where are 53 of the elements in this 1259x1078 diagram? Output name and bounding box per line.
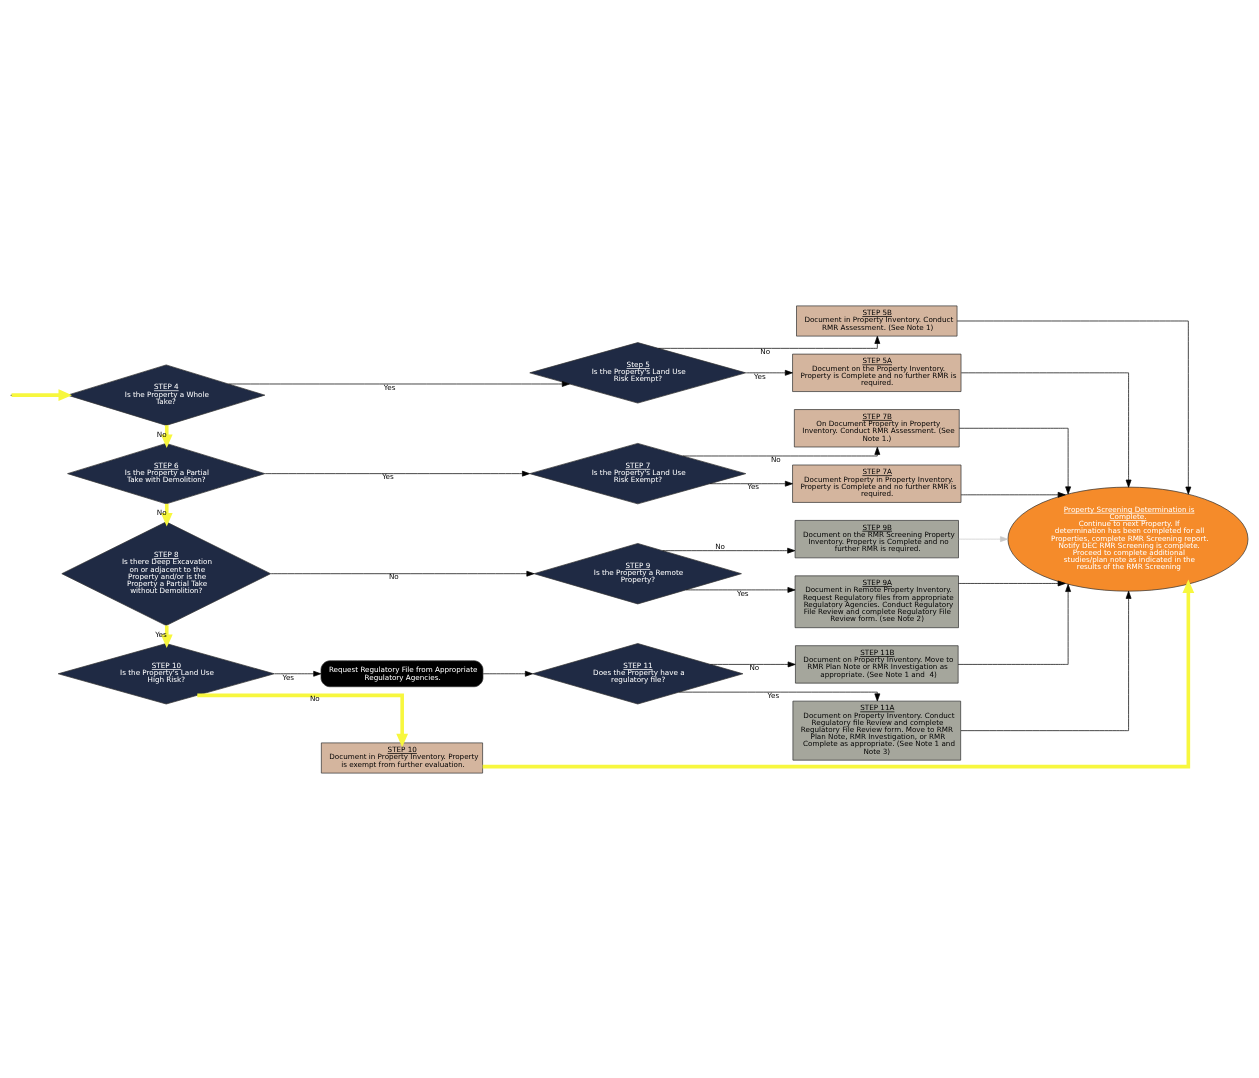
node-diamond: STEP 10 Is the Property's Land Use High Risk? [57, 642, 275, 704]
edge-label: No [715, 541, 726, 550]
node-box: STEP 5A Document on the Property Inventory. Property is Complete and no further RMR is required. [792, 353, 962, 392]
node-box: STEP 7B On Document Property in Property Inventory. Conduct RMR Assessment. (See Note 1.) [794, 408, 960, 447]
node-box: STEP 11A Document on Property Inventory. Conduct Regulatory file Review and complete Regulatory File Review form. Move to RMR Plan Note, RMR Investigation, or RMR Complete as appropriate. (See Note 1 and Note 3) [792, 700, 961, 760]
arrow [482, 670, 533, 677]
arrow [960, 590, 1132, 731]
node-diamond: STEP 7 Is the Property's Land Use Risk Exempt? [529, 442, 747, 504]
node-diamond: STEP 11 Does the Property have a regulatory file? [532, 642, 744, 704]
node-box: STEP 10 Document in Property Inventory. Property is exempt from further evaluation. [321, 742, 483, 773]
arrow [958, 427, 1071, 494]
node-diamond: STEP 6 Is the Property a Partial Take with Demolition? [67, 442, 266, 504]
node-box: STEP 9B Document on the RMR Screening Property Inventory. Property is Complete and no further RMR is required. [794, 519, 959, 558]
edge-label: Yes [736, 588, 749, 598]
arrow [957, 583, 1071, 665]
edge-label: Yes [382, 471, 394, 481]
arrow [482, 579, 1195, 768]
arrow [264, 470, 530, 476]
arrow [662, 547, 796, 554]
arrow [658, 335, 881, 349]
arrow [274, 670, 322, 677]
arrow [710, 661, 796, 667]
node-box: STEP 11B Document on Property Inventory. Move to RMR Plan Note or RMR Investigation as appropriate. (See Note 1 and 4) [795, 644, 959, 683]
edge-label: Yes [767, 690, 780, 700]
arrow [745, 369, 793, 376]
node-diamond: STEP 4 Is the Property a Whole Take? [67, 364, 266, 426]
edge-label: No [388, 571, 399, 581]
edge-label: Yes [282, 672, 295, 682]
node-box: STEP 9A Document in Remote Property Inventory. Request Regulatory files from appropriate Regulatory Agencies. Conduct Regulatory File Review and complete Regulatory File Review form. (see Note 2) [794, 575, 959, 628]
arrow [678, 691, 881, 701]
arrow [958, 535, 1008, 542]
edge-label: No [749, 662, 760, 672]
node-diamond: STEP 8 Is there Deep Excavation on or adjacent to the Property and/or is the Property a Partial Take without Demolition? [61, 521, 271, 626]
arrow [270, 570, 535, 577]
node-box: STEP 5B Document in Property Inventory. Conduct RMR Assessment. (See Note 1) [796, 305, 958, 336]
arrow [685, 586, 796, 593]
arrow [682, 446, 881, 456]
arrow [709, 480, 793, 487]
edge-label: Yes [383, 382, 396, 392]
edge-label: No [760, 346, 771, 356]
node-diamond: Step 5 Is the Property's Land Use Risk Exempt? [529, 341, 747, 403]
arrow [961, 371, 1132, 488]
arrow [228, 380, 570, 387]
node-box: STEP 7A Document Property in Property Inventory. Property is Complete and no further RMR is required. [792, 464, 962, 503]
arrow [958, 580, 1066, 586]
arrow [11, 388, 72, 401]
arrow [956, 320, 1192, 495]
edge-label: Yes [754, 371, 766, 381]
arrow [960, 491, 1066, 498]
arrow [197, 693, 409, 747]
edge-label: Yes [747, 481, 760, 491]
node-box: Request Regulatory File from Appropriate Regulatory Agencies. [320, 659, 484, 687]
edge-label: No [770, 454, 781, 464]
